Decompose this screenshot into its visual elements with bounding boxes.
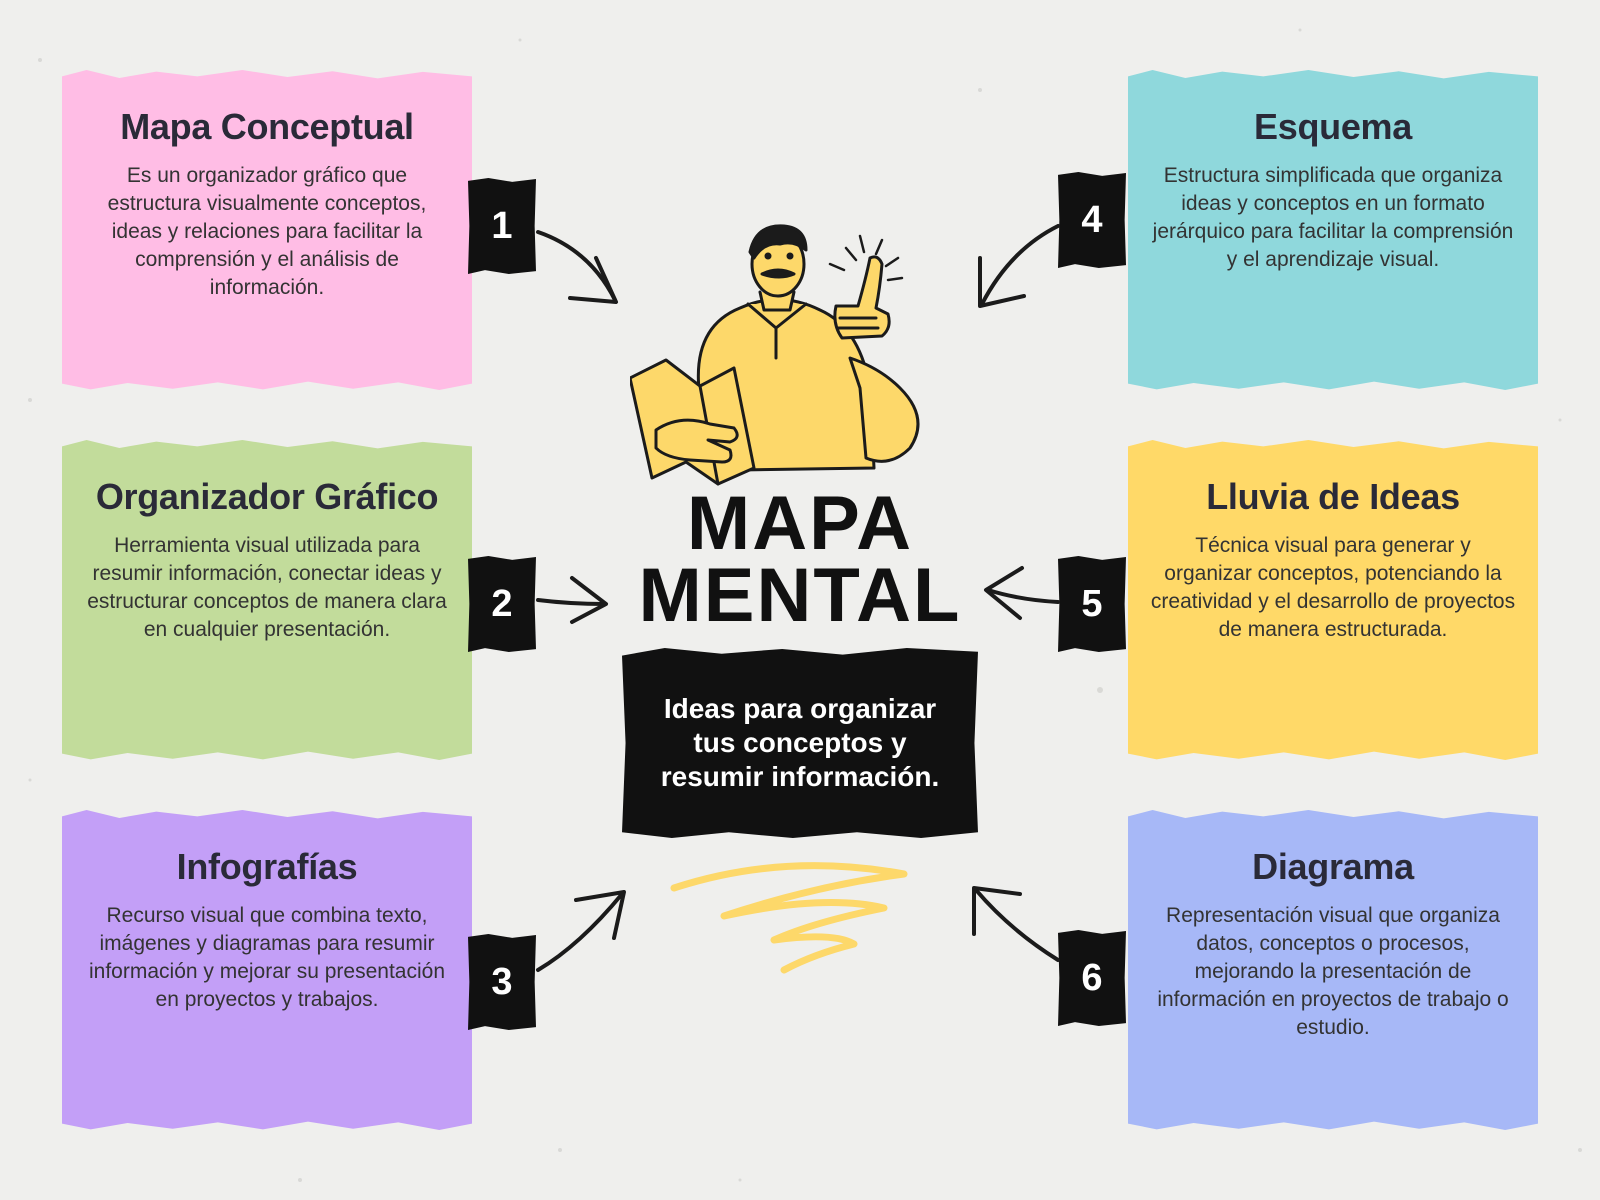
card-lluvia-de-ideas: Lluvia de Ideas Técnica visual para gene… <box>1128 440 1538 760</box>
subtitle-text: Ideas para organizar tus conceptos y res… <box>660 693 940 792</box>
number-badge-3: 3 <box>468 934 536 1030</box>
card-title: Mapa Conceptual <box>120 106 414 147</box>
person-thumbs-up-illustration <box>630 224 920 486</box>
number-badge-2: 2 <box>468 556 536 652</box>
title-line-2: MENTAL <box>638 553 962 638</box>
scribble-decoration <box>670 862 908 974</box>
card-organizador-grafico: Organizador Gráfico Herramienta visual u… <box>62 440 472 760</box>
subtitle-box: Ideas para organizar tus conceptos y res… <box>622 648 978 838</box>
number-badge-6: 6 <box>1058 930 1126 1026</box>
card-infografias: Infografías Recurso visual que combina t… <box>62 810 472 1130</box>
card-title: Lluvia de Ideas <box>1206 476 1460 517</box>
card-text: Representación visual que organiza datos… <box>1157 904 1509 1039</box>
number-badge-5: 5 <box>1058 556 1126 652</box>
card-text: Técnica visual para generar y organizar … <box>1150 534 1516 641</box>
card-title: Organizador Gráfico <box>95 476 439 517</box>
number-badge-1: 1 <box>468 178 536 274</box>
card-text: Estructura simplificada que organiza ide… <box>1152 164 1514 271</box>
card-esquema: Esquema Estructura simplificada que orga… <box>1128 70 1538 390</box>
card-text: Es un organizador gráfico que estructura… <box>107 164 427 299</box>
card-text: Herramienta visual utilizada para resumi… <box>87 534 447 641</box>
card-title: Diagrama <box>1252 846 1414 887</box>
card-title: Infografías <box>176 846 358 887</box>
card-text: Recurso visual que combina texto, imágen… <box>89 904 445 1011</box>
card-diagrama: Diagrama Representación visual que organ… <box>1128 810 1538 1130</box>
card-title: Esquema <box>1254 106 1412 147</box>
title-line-1: MAPA <box>686 481 914 566</box>
main-title: MAPA MENTAL <box>600 481 1000 638</box>
number-badge-4: 4 <box>1058 172 1126 268</box>
card-mapa-conceptual: Mapa Conceptual Es un organizador gráfic… <box>62 70 472 390</box>
